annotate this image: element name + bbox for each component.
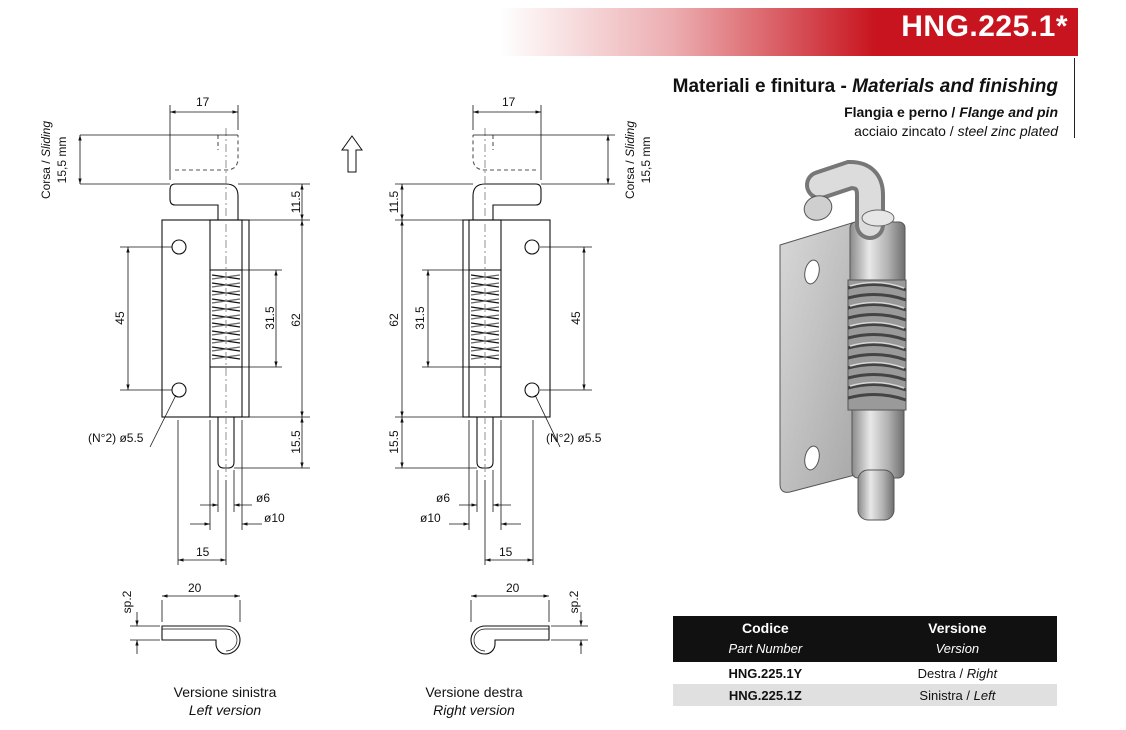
cell-code: HNG.225.1Z <box>673 684 858 706</box>
materials-heading-it: Materiali e finitura <box>672 76 836 97</box>
right-view-drawing <box>462 128 551 480</box>
dim-10-right: ø10 <box>420 511 441 525</box>
materials-heading: Materiali e finitura - Materials and fin… <box>673 76 1058 98</box>
right-pin-top <box>472 183 542 220</box>
dim-31-5-left: 31.5 <box>263 306 277 330</box>
right-version-it: Versione destra <box>425 684 523 700</box>
dim-31-5-right: 31.5 <box>413 306 427 330</box>
sliding-value-right: 15,5 mm <box>639 137 653 184</box>
left-profile-view <box>130 594 241 655</box>
sliding-en: Sliding <box>39 121 53 157</box>
materials-finish-en: steel zinc plated <box>957 123 1058 139</box>
dim-11-5-left: 11.5 <box>289 190 303 213</box>
cell-version: Destra / Right <box>858 662 1057 684</box>
version-it: Destra <box>917 665 956 681</box>
dim-15-5-right: 15.5 <box>387 430 401 454</box>
dim-6-right: ø6 <box>436 491 450 505</box>
dim-15-right: 15 <box>499 545 513 559</box>
dim-17-left: 17 <box>196 95 210 109</box>
version-en: Left <box>973 687 996 703</box>
left-hole-bottom <box>171 382 187 398</box>
header-code: Codice <box>673 616 858 638</box>
dim-15-left: 15 <box>196 545 210 559</box>
sliding-label-left: Corsa / Sliding <box>39 121 53 199</box>
dim-62-left: 62 <box>289 313 303 327</box>
slash: / <box>962 687 974 703</box>
right-version-en: Right version <box>433 702 515 718</box>
dim-17-right: 17 <box>502 95 516 109</box>
product-code-title: HNG.225.1* <box>901 10 1068 43</box>
header-code-en: Part Number <box>673 638 858 662</box>
right-dim-labels: 17 11.5 62 15.5 31.5 45 ø6 ø10 15 (N°2) … <box>387 95 653 559</box>
hinge-3d-render <box>779 159 907 521</box>
materials-part-en: Flange and pin <box>959 104 1058 120</box>
left-plate <box>161 219 250 418</box>
part-number-table: Codice Versione Part Number Version HNG.… <box>673 616 1057 706</box>
materials-heading-sep: - <box>835 76 853 97</box>
header-version: Versione <box>857 616 1057 638</box>
cell-code: HNG.225.1Y <box>728 665 803 681</box>
dim-10-left: ø10 <box>264 511 285 525</box>
sliding-it: Corsa / <box>623 157 637 199</box>
dim-45-left: 45 <box>113 311 127 325</box>
dim-45-right: 45 <box>569 311 583 325</box>
dim-20-right: 20 <box>506 581 520 595</box>
header-rule <box>1074 58 1075 138</box>
dim-20-left: 20 <box>188 581 202 595</box>
hole-label-right: (N°2) ø5.5 <box>546 431 602 445</box>
left-hole-top <box>171 239 187 255</box>
sliding-it: Corsa / <box>39 157 53 199</box>
cell-version: Sinistra / Left <box>857 684 1057 706</box>
right-profile-view <box>470 594 588 655</box>
hole-label-left: (N°2) ø5.5 <box>88 431 144 445</box>
slash: / <box>945 123 958 139</box>
header-version-en: Version <box>857 638 1057 662</box>
dim-11-5-right: 11.5 <box>387 190 401 213</box>
title-banner <box>500 8 1078 56</box>
dim-15-5-left: 15.5 <box>289 430 303 454</box>
dim-62-right: 62 <box>387 313 401 327</box>
materials-finish-it: acciaio zincato <box>854 123 946 139</box>
dim-6-left: ø6 <box>256 491 270 505</box>
table-row: HNG.225.1Z Sinistra / Left <box>673 684 1057 706</box>
sliding-label-right: Corsa / Sliding <box>623 121 637 199</box>
left-pin-top <box>169 183 239 220</box>
right-version-caption: Versione destra Right version <box>374 683 574 719</box>
version-en: Right <box>966 665 998 681</box>
sliding-en: Sliding <box>623 121 637 157</box>
table-subheader-row: Part Number Version <box>673 638 1057 662</box>
direction-arrow-icon <box>341 135 363 173</box>
left-dimensions <box>78 105 310 565</box>
table-row: HNG.225.1Y Destra / Right <box>673 662 1057 684</box>
left-view-drawing <box>161 128 250 480</box>
materials-finish: acciaio zincato / steel zinc plated <box>854 123 1058 139</box>
sliding-value-left: 15,5 mm <box>55 137 69 184</box>
version-it: Sinistra <box>919 687 963 703</box>
right-plate <box>462 219 551 418</box>
dim-sp2-left: sp.2 <box>120 590 134 613</box>
slash: / <box>955 665 967 681</box>
table-header-row: Codice Versione <box>673 616 1057 638</box>
right-hole-top <box>524 239 540 255</box>
right-hole-bottom <box>524 382 540 398</box>
right-dimensions <box>395 105 615 565</box>
slash: / <box>947 104 960 120</box>
materials-heading-en: Materials and finishing <box>852 76 1058 97</box>
left-dim-labels: 17 11.5 62 15.5 31.5 45 ø6 ø10 15 (N°2) … <box>39 95 303 559</box>
left-version-caption: Versione sinistra Left version <box>125 683 325 719</box>
dim-sp2-right: sp.2 <box>567 590 581 613</box>
materials-part-it: Flangia e perno <box>844 104 948 120</box>
left-version-en: Left version <box>188 702 262 718</box>
materials-part: Flangia e perno / Flange and pin <box>844 104 1058 120</box>
left-version-it: Versione sinistra <box>173 684 277 700</box>
